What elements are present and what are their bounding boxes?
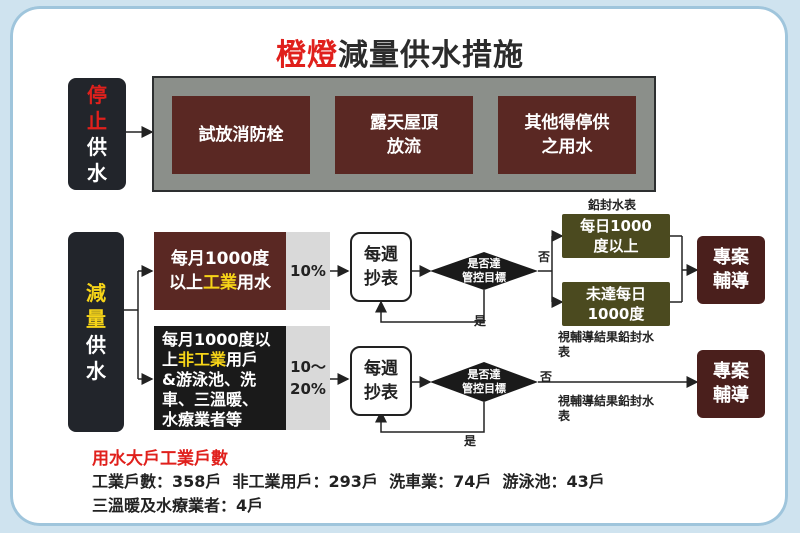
stop-item-hydrant: 試放消防栓 <box>172 96 310 174</box>
branch-high-usage: 每日1000 度以上 <box>562 214 670 258</box>
page-title: 橙燈減量供水措施 <box>0 30 800 74</box>
row2-decision-text: 是否達 管控目標 <box>462 368 506 395</box>
row1-result: 專案 輔導 <box>697 236 765 304</box>
row1-no-label: 否 <box>538 250 551 264</box>
row1-decision-text: 是否達 管控目標 <box>462 257 506 284</box>
stop-side-label: 停 止 供 水 <box>68 78 126 190</box>
title-rest: 減量供水措施 <box>338 38 524 73</box>
stats-line-1: 工業戶數：358戶 非工業用戶：293戶 洗車業：74戶 游泳池：43戶 <box>92 472 605 491</box>
row2-percent: 10～ 20% <box>286 326 330 430</box>
branch-low-usage: 未達每日 1000度 <box>562 282 670 326</box>
row2-yes-label: 是 <box>464 434 477 448</box>
stop-item-roof: 露天屋頂 放流 <box>335 96 473 174</box>
decision-diamond-1 <box>430 252 538 290</box>
reduce-side-label: 減 量 供 水 <box>68 232 124 432</box>
row2-note: 視輔導結果鉛封水 表 <box>558 394 655 423</box>
decision-diamond-2 <box>430 362 538 402</box>
row2-result: 專案 輔導 <box>697 350 765 418</box>
stats-title: 用水大戶工業戶數 <box>92 449 228 469</box>
seal-meter-label: 鉛封水表 <box>588 198 637 212</box>
row1-note: 視輔導結果鉛封水 表 <box>558 330 655 359</box>
stop-item-other: 其他得停供 之用水 <box>498 96 636 174</box>
row1-percent: 10% <box>286 232 330 310</box>
row2-meter-box: 每週 抄表 <box>350 346 412 416</box>
row2-no-label: 否 <box>540 370 553 384</box>
row1-category: 每月1000度 以上工業用水 <box>154 232 286 310</box>
row2-category: 每月1000度以 上非工業用戶 &游泳池、洗 車、三溫暖、 水療業者等 <box>154 326 286 430</box>
title-highlight: 橙燈 <box>276 38 338 73</box>
row1-yes-label: 是 <box>474 314 487 328</box>
stats-line-2: 三溫暖及水療業者：4戶 <box>92 496 264 515</box>
row1-meter-box: 每週 抄表 <box>350 232 412 302</box>
